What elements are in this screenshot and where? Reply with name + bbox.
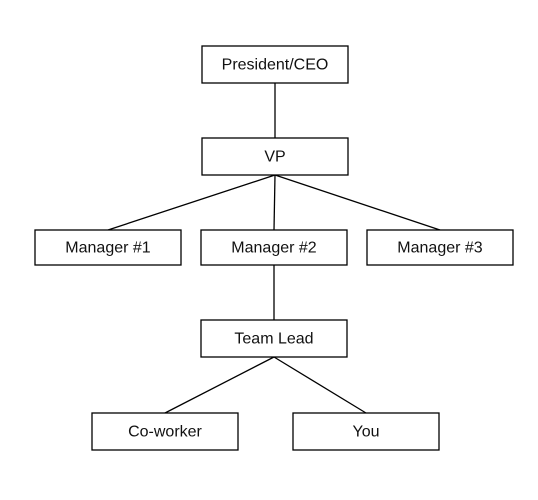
node-box	[200, 319, 348, 358]
node-box	[91, 412, 239, 451]
node-box	[292, 412, 440, 451]
edge-team-lead-coworker	[164, 356, 275, 414]
node-vp: VP	[201, 137, 349, 176]
node-manager-2: Manager #2	[200, 229, 348, 266]
node-label: Manager #2	[231, 240, 316, 257]
node-box	[201, 137, 349, 176]
connectors	[107, 83, 441, 414]
node-box	[366, 229, 514, 266]
node-coworker: Co-worker	[91, 412, 239, 451]
node-president-ceo: President/CEO	[201, 45, 349, 84]
node-label: You	[353, 424, 380, 441]
node-box	[34, 229, 182, 266]
node-label: VP	[264, 149, 285, 166]
node-label: President/CEO	[222, 57, 329, 74]
node-label: Manager #1	[65, 240, 150, 257]
node-box	[200, 229, 348, 266]
node-label: Co-worker	[128, 424, 202, 441]
node-label: Manager #3	[397, 240, 482, 257]
node-you: You	[292, 412, 440, 451]
edge-vp-manager-2	[273, 174, 276, 231]
edge-team-lead-you	[273, 356, 367, 414]
node-manager-1: Manager #1	[34, 229, 182, 266]
node-team-lead: Team Lead	[200, 319, 348, 358]
edge-vp-manager-1	[107, 174, 276, 231]
node-label: Team Lead	[234, 331, 313, 348]
node-box	[201, 45, 349, 84]
edge-vp-manager-3	[274, 174, 441, 231]
node-manager-3: Manager #3	[366, 229, 514, 266]
